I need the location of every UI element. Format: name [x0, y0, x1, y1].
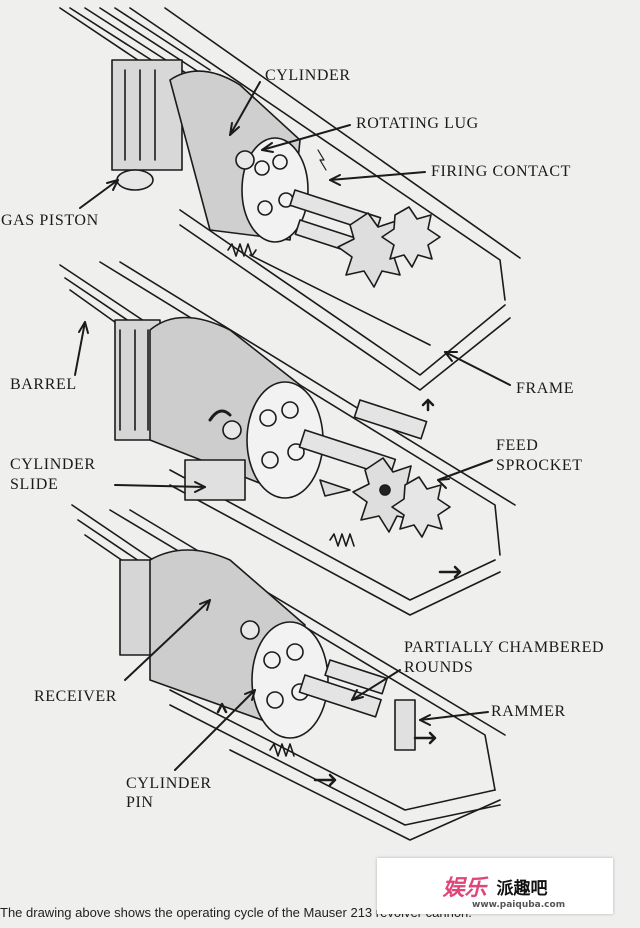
watermark-logo: 娱乐 — [442, 876, 487, 901]
panel-3-assembly — [71, 504, 506, 841]
label-gas-piston: GAS PISTON — [1, 212, 99, 229]
label-barrel: BARREL — [10, 376, 77, 393]
label-rammer: RAMMER — [491, 703, 566, 720]
label-partially-chambered-line1: PARTIALLY CHAMBERED — [404, 639, 605, 656]
figure-caption: The drawing above shows the operating cy… — [0, 905, 472, 920]
label-frame: FRAME — [516, 380, 575, 397]
label-firing-contact: FIRING CONTACT — [431, 163, 572, 180]
panel-2-assembly — [59, 261, 516, 616]
label-cylinder-pin-line2: PIN — [126, 794, 154, 811]
label-rotating-lug: ROTATING LUG — [356, 115, 479, 132]
watermark-url: www.paiquba.com — [472, 900, 566, 910]
label-cylinder-slide-line1: CYLINDER — [10, 456, 96, 473]
label-partially-chambered-line2: ROUNDS — [404, 659, 474, 676]
label-cylinder-slide-line2: SLIDE — [10, 476, 59, 493]
label-leader-lines — [74, 81, 511, 771]
watermark-badge: 娱乐 派趣吧 www.paiquba.com — [377, 858, 613, 914]
watermark-brand: 派趣吧 — [496, 878, 548, 899]
label-cylinder: CYLINDER — [265, 67, 351, 84]
label-cylinder-pin-line1: CYLINDER — [126, 775, 212, 792]
label-feed-sprocket-line2: SPROCKET — [496, 457, 583, 474]
label-feed-sprocket-line1: FEED — [496, 437, 539, 454]
label-receiver: RECEIVER — [34, 688, 118, 705]
